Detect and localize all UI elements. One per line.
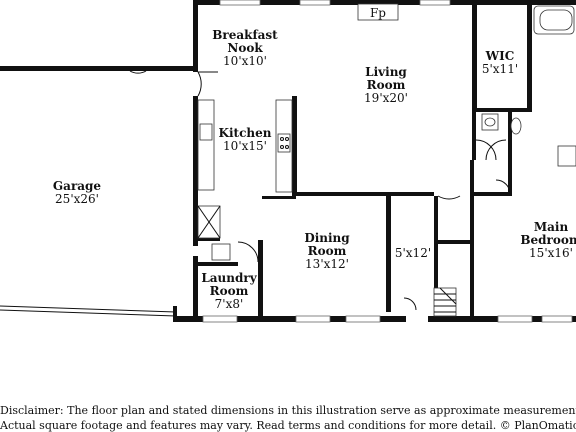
room-dimensions: 13'x12' — [305, 257, 349, 271]
room-name-line: Garage — [53, 179, 102, 193]
room-dimensions: 10'x15' — [223, 139, 267, 153]
fixtures: Fp — [197, 3, 576, 317]
stairs — [433, 287, 457, 317]
room-main-bedroom: Main Bedroom 15'x16' — [520, 220, 576, 260]
room-name-line: Kitchen — [219, 126, 272, 140]
disclaimer-line: Disclaimer: The floor plan and stated di… — [0, 404, 576, 417]
stove — [277, 133, 291, 153]
room-name-line: Laundry — [201, 271, 257, 285]
room-name-line: Breakfast — [212, 28, 278, 42]
room-dimensions: 19'x20' — [364, 91, 408, 105]
room-dimensions: 25'x26' — [55, 192, 99, 206]
disclaimer-line: Actual square footage and features may v… — [0, 419, 576, 432]
room-breakfast-nook: Breakfast Nook 10'x10' — [212, 28, 278, 68]
room-dimensions: 10'x10' — [223, 54, 267, 68]
room-hall: 5'x12' — [395, 246, 431, 260]
toilet — [510, 117, 522, 135]
room-kitchen: Kitchen 10'x15' — [219, 126, 272, 153]
washer — [211, 243, 231, 261]
room-name-line: Bedroom — [520, 233, 576, 247]
room-laundry-room: Laundry Room 7'x8' — [201, 271, 257, 311]
room-name-line: Living — [365, 65, 407, 79]
room-garage: Garage 25'x26' — [53, 179, 102, 206]
room-labels: Breakfast Nook 10'x10' Living Room 19'x2… — [53, 28, 576, 311]
room-name-line: Room — [367, 78, 406, 92]
kitchen-counter-left — [197, 99, 215, 191]
room-living-room: Living Room 19'x20' — [364, 65, 408, 105]
room-name-line: Dining — [304, 231, 350, 245]
room-name-line: Room — [210, 284, 249, 298]
bath-fixture — [557, 145, 576, 167]
fireplace-label: Fp — [370, 6, 386, 20]
floor-plan: Fp Brea — [0, 0, 576, 323]
windows — [202, 0, 573, 323]
room-dimensions: 5'x11' — [482, 62, 518, 76]
fireplace — [357, 3, 399, 21]
room-name-line: Nook — [227, 41, 263, 55]
sink — [199, 123, 213, 141]
room-name-line: Room — [308, 244, 347, 258]
room-dimensions: 15'x16' — [529, 246, 573, 260]
room-name-line: WIC — [485, 49, 515, 63]
room-wic: WIC 5'x11' — [482, 49, 518, 76]
doors — [129, 70, 511, 311]
room-dining-room: Dining Room 13'x12' — [304, 231, 350, 271]
room-dimensions: 5'x12' — [395, 246, 431, 260]
room-name-line: Main — [534, 220, 569, 234]
room-dimensions: 7'x8' — [215, 297, 244, 311]
